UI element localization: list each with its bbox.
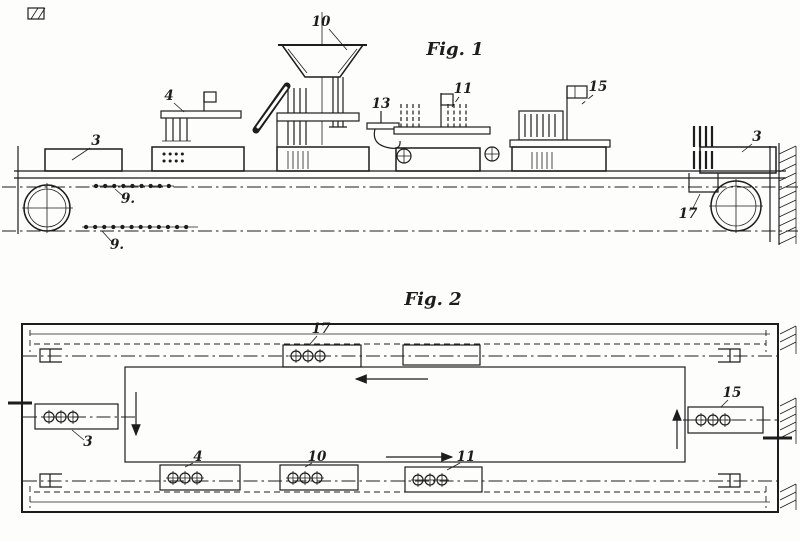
fig1-label-9-upper: 9.	[121, 191, 135, 207]
fig1-label-15: 15	[589, 79, 608, 95]
fig2-title: Fig. 2	[403, 289, 461, 310]
fig1-station-3-left	[44, 148, 123, 172]
fig1-label-3-left: 3	[91, 133, 100, 149]
fig2-label-10: 10	[308, 449, 327, 465]
fig2-station-4	[159, 464, 241, 491]
fig2-label-11: 11	[457, 449, 476, 465]
fig1-label-10: 10	[312, 14, 331, 30]
fig2-station-15	[683, 406, 777, 434]
fig1-title: Fig. 1	[425, 39, 483, 60]
fig2-station-top-plain	[402, 344, 481, 366]
fig1-labels: 3 4 10 13 11 15 3 17 9. 9.	[71, 14, 762, 253]
fig1-station-4	[151, 91, 245, 172]
fig1-label-4: 4	[164, 88, 173, 104]
fig2-label-17: 17	[312, 321, 331, 337]
fig1-roller-left	[396, 148, 412, 164]
fig2-labels: 17 15 3 4 10 11	[71, 321, 742, 471]
fig2-label-15: 15	[723, 385, 742, 401]
fig1-station-3-right	[688, 126, 777, 193]
fig1-station-11	[393, 93, 491, 172]
fig2-conveyor-loop	[124, 366, 686, 463]
fig2-frame	[8, 323, 797, 513]
fig1-right-pulley	[709, 179, 763, 233]
fig1-label-17: 17	[679, 206, 698, 222]
fig2-station-17	[282, 344, 362, 368]
fig1-label-9-lower: 9.	[110, 237, 124, 253]
fig2-direction-arrows	[131, 374, 682, 462]
figure-1: Fig. 1	[2, 7, 798, 253]
fig1-station-13	[366, 111, 401, 149]
fig2-station-11	[404, 466, 483, 493]
fig1-label-11: 11	[454, 81, 473, 97]
fig1-frame-right	[769, 143, 797, 245]
fig1-label-13: 13	[372, 96, 391, 112]
fig1-station-10	[252, 12, 370, 172]
fig2-label-4: 4	[193, 449, 202, 465]
fig1-roller-right	[484, 146, 500, 162]
fig2-station-3	[23, 403, 135, 430]
fig2-station-10	[279, 464, 359, 491]
fig1-left-pulley	[22, 183, 73, 233]
figure-2: Fig. 2	[8, 289, 797, 513]
fig2-label-3: 3	[83, 434, 92, 450]
fig1-label-3-right: 3	[752, 129, 761, 145]
fig1-frame-left	[17, 7, 46, 234]
fig1-station-15	[509, 85, 611, 172]
